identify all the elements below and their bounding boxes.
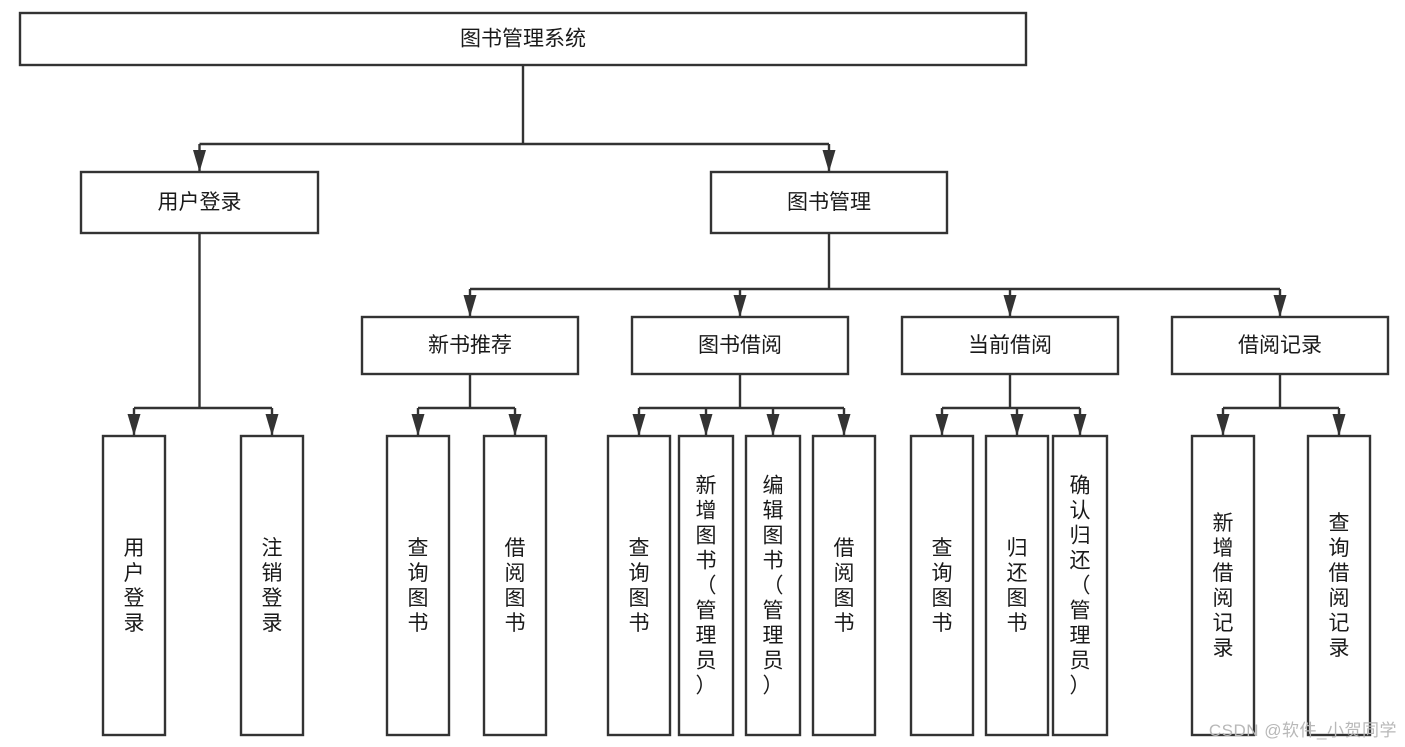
node-layer: 图书管理系统用户登录图书管理新书推荐图书借阅当前借阅借阅记录用户登录注销登录查询… [18, 11, 1390, 737]
arrow-head [463, 295, 477, 317]
csdn-watermark: CSDN @软件_小贺同学 [1208, 721, 1397, 740]
node-label-user-login: 用户登录 [158, 191, 242, 214]
node-label-current-borrow: 当前借阅 [968, 334, 1052, 357]
arrow-head [1003, 295, 1017, 317]
node-box-leaf-borrow-book-bw[interactable] [811, 434, 877, 737]
arrow-head [508, 414, 522, 436]
connector-group-borrow-record [1216, 374, 1346, 436]
node-label-book-borrow: 图书借阅 [698, 334, 782, 357]
node-leaf-user-login[interactable]: 用户登录 [101, 434, 167, 737]
arrow-head [127, 414, 141, 436]
node-label-leaf-query-book-rec: 查询图书 [408, 537, 429, 635]
node-box-root[interactable] [18, 11, 1028, 67]
node-box-book-manage[interactable] [709, 170, 949, 235]
node-box-leaf-add-record[interactable] [1190, 434, 1256, 737]
node-box-leaf-edit-book[interactable] [744, 434, 802, 737]
node-root[interactable]: 图书管理系统 [18, 11, 1028, 67]
node-borrow-record[interactable]: 借阅记录 [1170, 315, 1390, 376]
node-leaf-add-book[interactable]: 新增图书（管理员） [677, 434, 735, 737]
node-leaf-logout[interactable]: 注销登录 [239, 434, 305, 737]
node-leaf-query-book-rec[interactable]: 查询图书 [385, 434, 451, 737]
arrow-head [733, 295, 747, 317]
arrow-head [1073, 414, 1087, 436]
node-user-login[interactable]: 用户登录 [79, 170, 320, 235]
node-box-leaf-query-book-rec[interactable] [385, 434, 451, 737]
node-label-leaf-logout: 注销登录 [262, 537, 283, 635]
node-leaf-borrow-book-bw[interactable]: 借阅图书 [811, 434, 877, 737]
arrow-head [766, 414, 780, 436]
node-label-leaf-query-book-bw: 查询图书 [629, 537, 650, 635]
node-label-leaf-borrow-book-bw: 借阅图书 [834, 537, 855, 635]
node-label-leaf-add-book: 新增图书（管理员） [696, 475, 717, 698]
connector-layer [127, 65, 1346, 436]
node-leaf-query-book-cb[interactable]: 查询图书 [909, 434, 975, 737]
arrow-head [837, 414, 851, 436]
node-label-book-manage: 图书管理 [787, 191, 871, 214]
node-label-leaf-edit-book: 编辑图书（管理员） [763, 475, 784, 698]
node-box-leaf-confirm-return[interactable] [1051, 434, 1109, 737]
arrow-head [193, 150, 206, 172]
node-leaf-edit-book[interactable]: 编辑图书（管理员） [744, 434, 802, 737]
arrow-head [1273, 295, 1287, 317]
node-new-book-rec[interactable]: 新书推荐 [360, 315, 580, 376]
node-box-leaf-return-book[interactable] [984, 434, 1050, 737]
node-leaf-query-book-bw[interactable]: 查询图书 [606, 434, 672, 737]
arrow-head [1332, 414, 1346, 436]
node-leaf-borrow-book-rec[interactable]: 借阅图书 [482, 434, 548, 737]
node-box-leaf-add-book[interactable] [677, 434, 735, 737]
node-label-leaf-query-record: 查询借阅记录 [1329, 512, 1350, 660]
arrow-head [822, 150, 836, 172]
arrow-head [1010, 414, 1024, 436]
connector-group-book-borrow [632, 374, 851, 436]
node-book-borrow[interactable]: 图书借阅 [630, 315, 850, 376]
connector-group-new-book-rec [411, 374, 522, 436]
arrow-head [699, 414, 713, 436]
node-box-leaf-borrow-book-rec[interactable] [482, 434, 548, 737]
node-box-borrow-record[interactable] [1170, 315, 1390, 376]
node-label-leaf-query-book-cb: 查询图书 [932, 537, 953, 635]
node-label-root: 图书管理系统 [460, 28, 586, 51]
node-label-leaf-user-login: 用户登录 [124, 537, 145, 635]
node-leaf-confirm-return[interactable]: 确认归还（管理员） [1051, 434, 1109, 737]
arrow-head [265, 414, 279, 436]
node-box-new-book-rec[interactable] [360, 315, 580, 376]
node-label-leaf-add-record: 新增借阅记录 [1213, 512, 1234, 660]
node-leaf-return-book[interactable]: 归还图书 [984, 434, 1050, 737]
node-label-leaf-confirm-return: 确认归还（管理员） [1070, 475, 1091, 698]
arrow-head [935, 414, 949, 436]
arrow-head [411, 414, 425, 436]
node-box-leaf-query-book-bw[interactable] [606, 434, 672, 737]
node-current-borrow[interactable]: 当前借阅 [900, 315, 1120, 376]
node-box-leaf-query-book-cb[interactable] [909, 434, 975, 737]
node-box-leaf-query-record[interactable] [1306, 434, 1372, 737]
node-label-borrow-record: 借阅记录 [1238, 334, 1322, 357]
connector-group-root [193, 65, 836, 172]
arrow-head [632, 414, 646, 436]
node-box-leaf-user-login[interactable] [101, 434, 167, 737]
node-leaf-query-record[interactable]: 查询借阅记录 [1306, 434, 1372, 737]
node-leaf-add-record[interactable]: 新增借阅记录 [1190, 434, 1256, 737]
arrow-head [1216, 414, 1230, 436]
node-label-leaf-return-book: 归还图书 [1007, 537, 1028, 635]
node-box-current-borrow[interactable] [900, 315, 1120, 376]
connector-group-user-login [127, 233, 279, 436]
node-box-leaf-logout[interactable] [239, 434, 305, 737]
node-box-user-login[interactable] [79, 170, 320, 235]
node-box-book-borrow[interactable] [630, 315, 850, 376]
node-label-new-book-rec: 新书推荐 [428, 334, 512, 357]
node-label-leaf-borrow-book-rec: 借阅图书 [505, 537, 526, 635]
connector-group-book-manage [463, 233, 1287, 317]
connector-group-current-borrow [935, 374, 1087, 436]
node-book-manage[interactable]: 图书管理 [709, 170, 949, 235]
